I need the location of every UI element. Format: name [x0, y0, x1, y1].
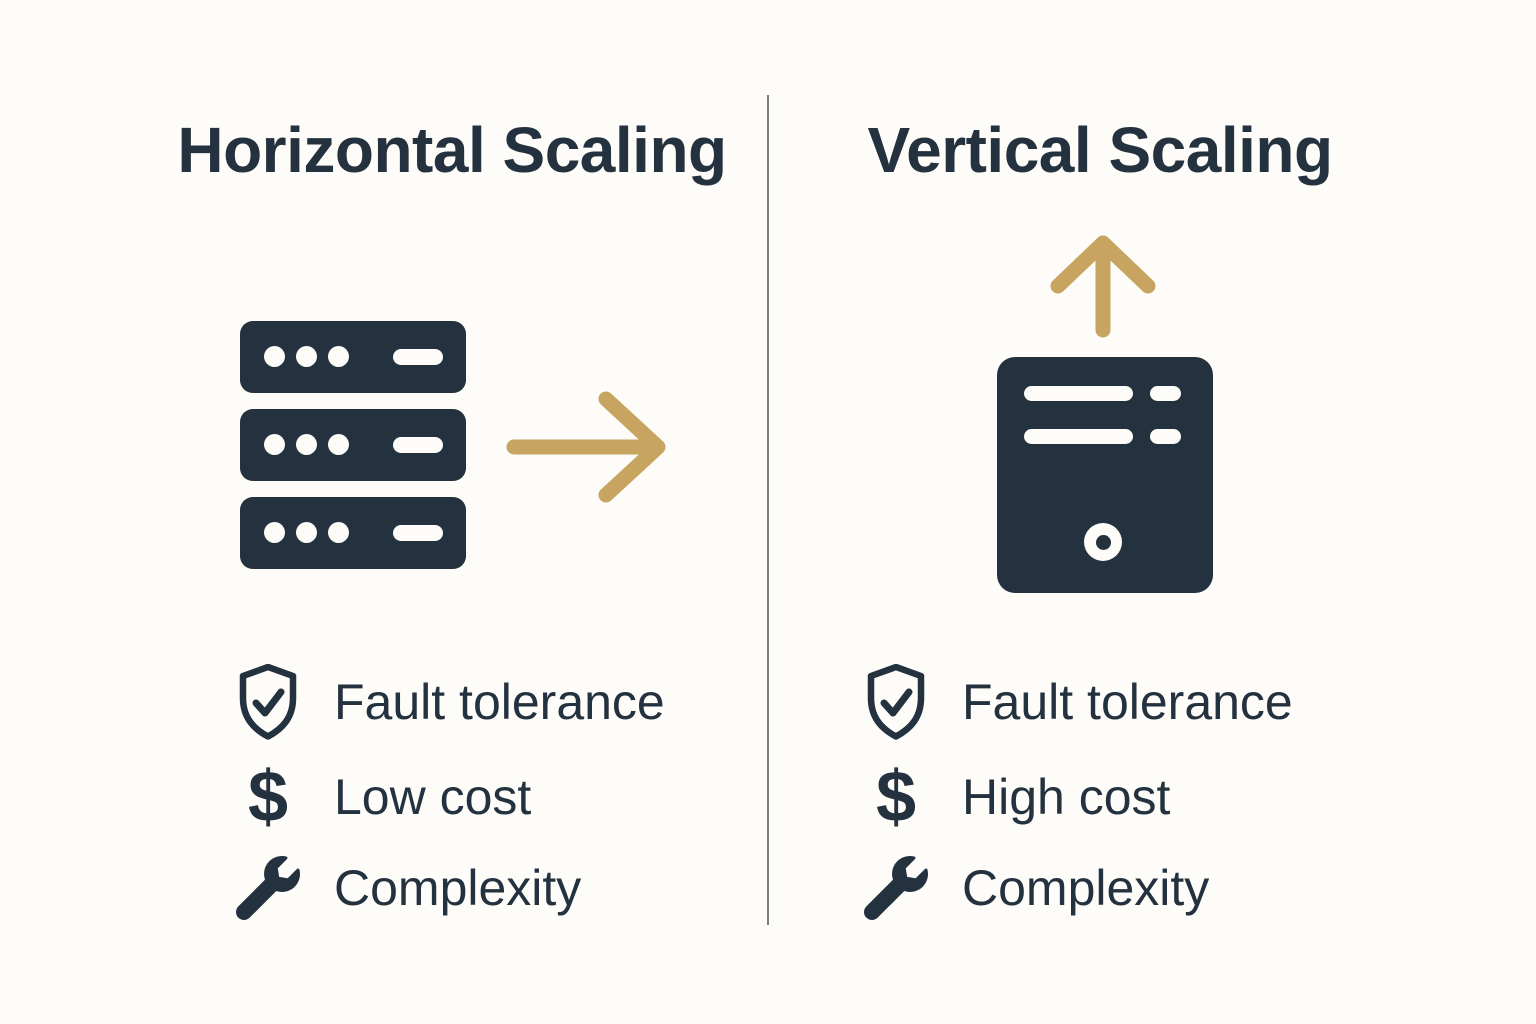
- server-led-dot: [264, 522, 285, 543]
- server-stack-icon: [240, 321, 466, 569]
- tower-vent-bar: [1024, 429, 1133, 444]
- vertical-divider: [767, 95, 769, 925]
- wrench-icon: [864, 853, 928, 923]
- tower-vent-bar: [1150, 429, 1181, 444]
- feature-fault-tolerance: Fault tolerance: [864, 660, 1293, 744]
- server-led-dot: [296, 522, 317, 543]
- server-led-dot: [296, 346, 317, 367]
- feature-cost: $ Low cost: [236, 755, 531, 839]
- vertical-scaling-title: Vertical Scaling: [867, 114, 1333, 186]
- shield-check-icon: [864, 664, 928, 740]
- server-led-dot: [296, 434, 317, 455]
- feature-label: Fault tolerance: [962, 674, 1293, 730]
- server-led-dot: [328, 522, 349, 543]
- feature-cost: $ High cost: [864, 755, 1170, 839]
- horizontal-scaling-title: Horizontal Scaling: [177, 114, 727, 186]
- feature-label: Complexity: [334, 860, 582, 916]
- feature-complexity: Complexity: [864, 846, 1209, 930]
- shield-check-icon: [236, 664, 300, 740]
- tower-vent-bar: [1024, 386, 1133, 401]
- server-unit: [240, 497, 466, 569]
- arrow-up-icon: [1050, 235, 1156, 338]
- feature-label: Fault tolerance: [334, 674, 665, 730]
- server-slot: [393, 525, 443, 541]
- dollar-icon: $: [875, 757, 917, 837]
- server-slot: [393, 437, 443, 453]
- feature-label: Complexity: [962, 860, 1210, 916]
- feature-fault-tolerance: Fault tolerance: [236, 660, 665, 744]
- server-led-dot: [264, 434, 285, 455]
- server-unit: [240, 321, 466, 393]
- server-slot: [393, 349, 443, 365]
- tower-vent-bar: [1150, 386, 1181, 401]
- wrench-icon: [236, 853, 300, 923]
- server-unit: [240, 409, 466, 481]
- tower-power-button: [1084, 523, 1122, 561]
- arrow-right-icon: [506, 391, 666, 503]
- server-led-dot: [328, 346, 349, 367]
- feature-label: Low cost: [334, 769, 532, 825]
- feature-complexity: Complexity: [236, 846, 581, 930]
- server-led-dot: [328, 434, 349, 455]
- server-tower-icon: [997, 357, 1213, 593]
- dollar-icon: $: [247, 757, 289, 837]
- feature-label: High cost: [962, 769, 1171, 825]
- server-led-dot: [264, 346, 285, 367]
